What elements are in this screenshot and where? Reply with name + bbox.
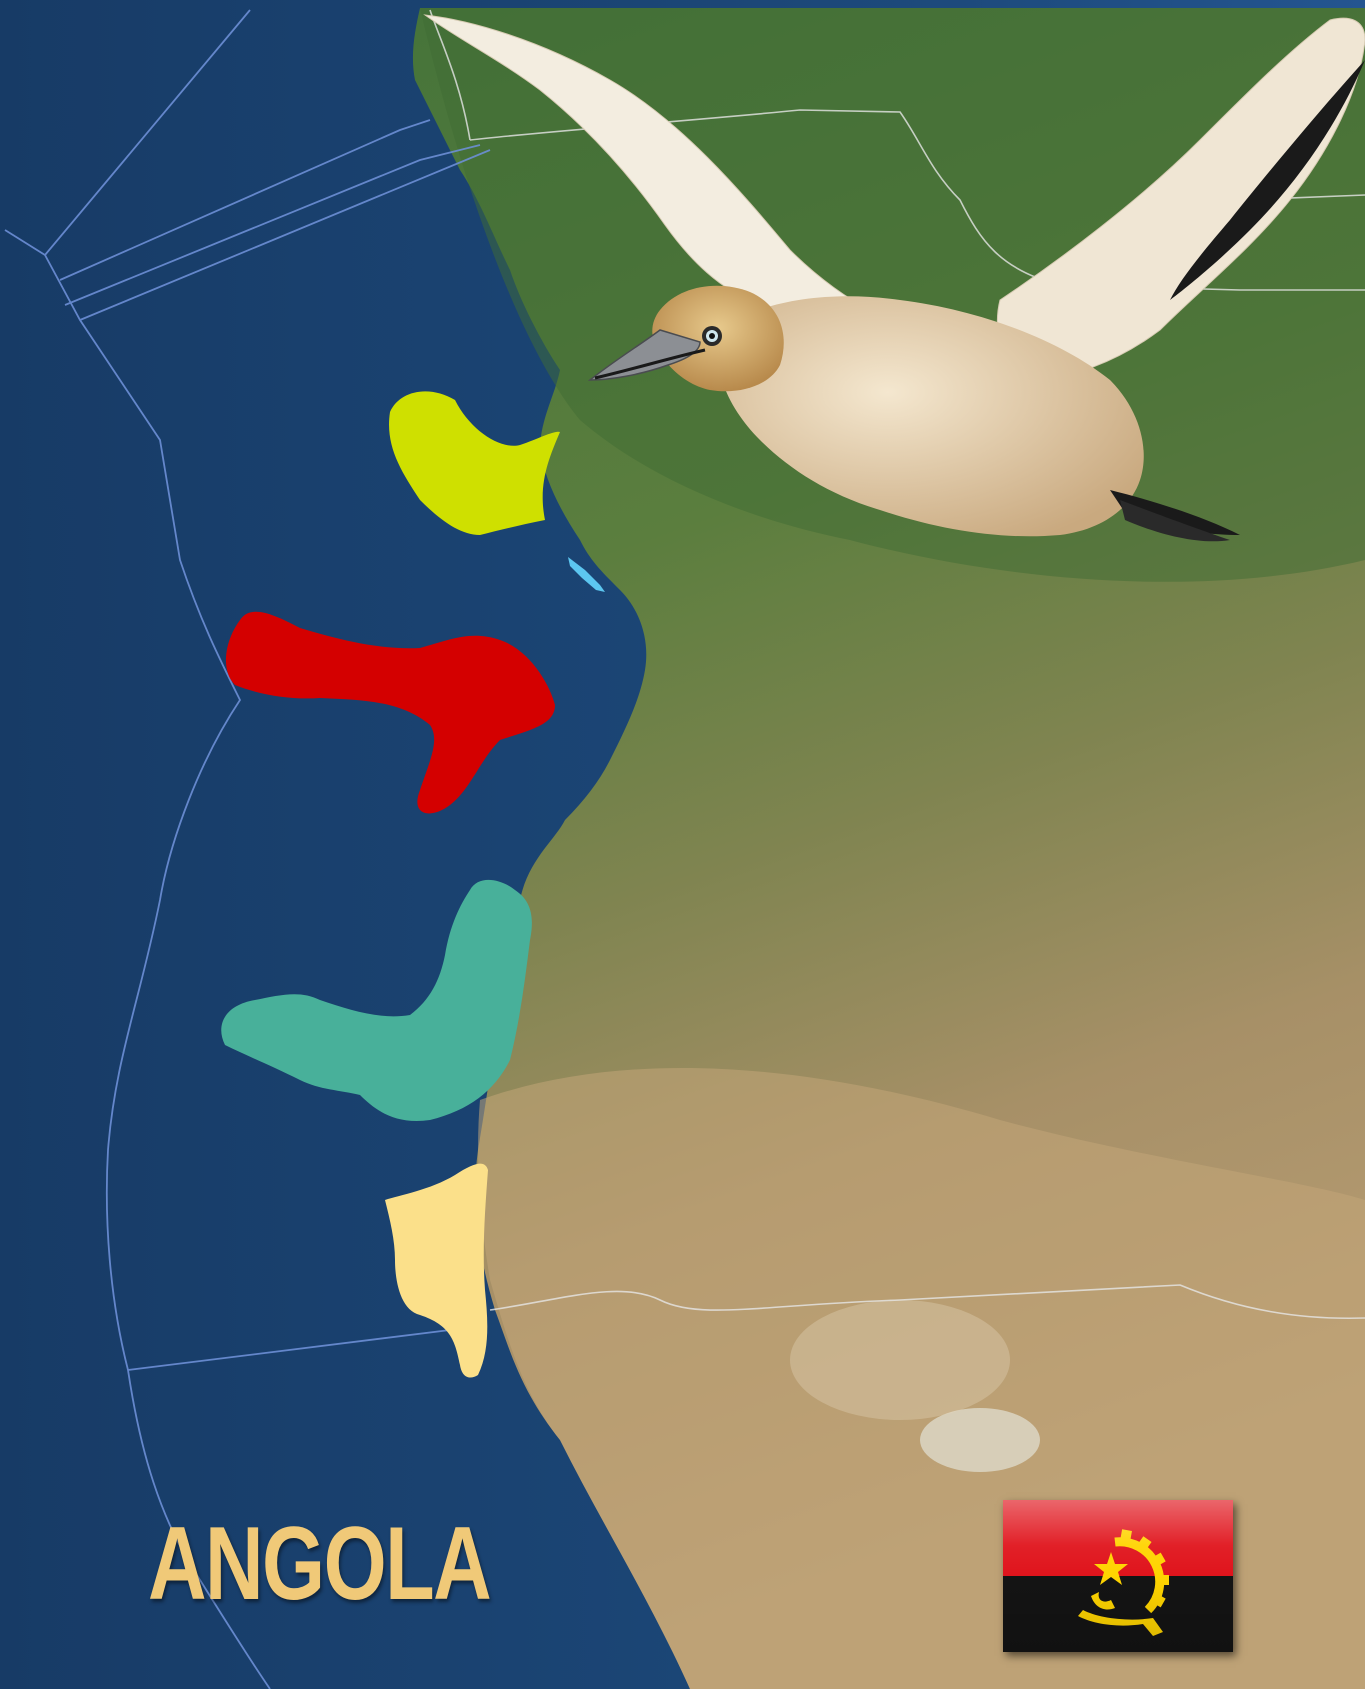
- gannet-bird-icon: [423, 14, 1365, 542]
- gear-machete-star-emblem-icon: [1078, 1529, 1169, 1636]
- zone-teal: [221, 879, 532, 1121]
- angola-flag-icon: [1003, 1500, 1233, 1652]
- salt-pan: [920, 1408, 1040, 1472]
- zone-yellow-green: [389, 391, 560, 535]
- zone-pale-yellow: [385, 1163, 488, 1378]
- map-title: ANGOLA: [148, 1506, 492, 1622]
- zone-red: [225, 611, 555, 814]
- eez-boundaries: [4, 9, 491, 1689]
- zone-light-blue: [568, 557, 605, 592]
- dust-haze: [790, 1300, 1010, 1420]
- flag-gloss: [1003, 1500, 1233, 1652]
- flag-black-band: [1003, 1576, 1233, 1652]
